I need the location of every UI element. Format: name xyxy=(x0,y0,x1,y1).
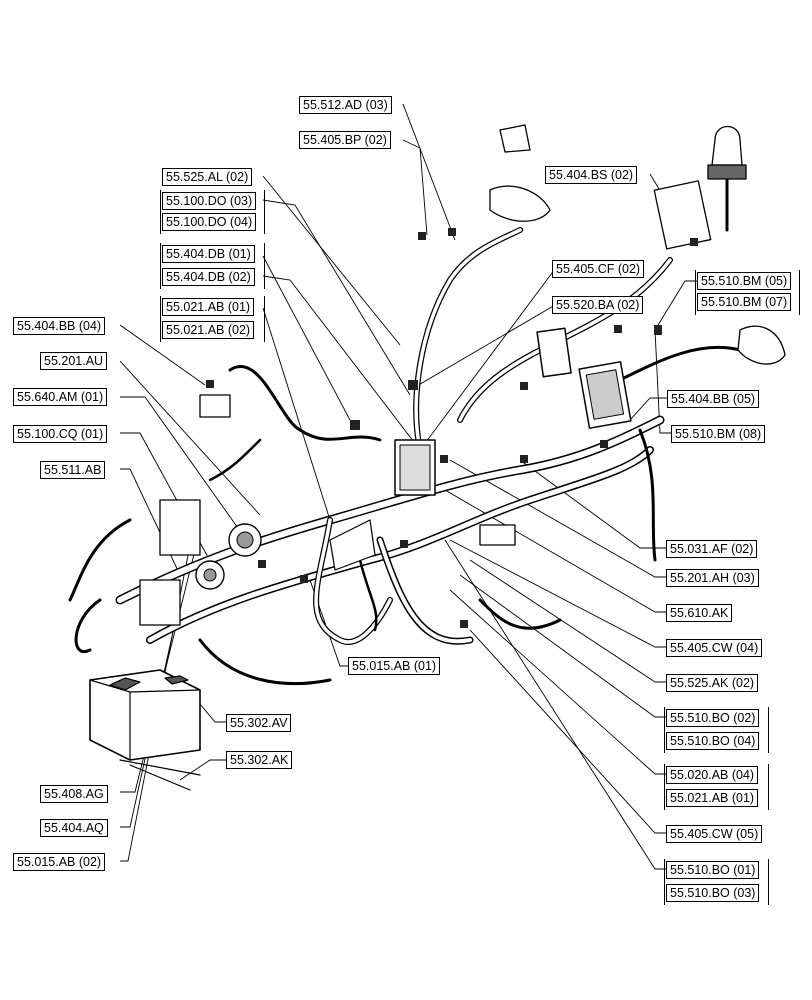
leader-line xyxy=(629,397,667,421)
part-callout[interactable]: 55.031.AF (02) xyxy=(666,540,758,558)
leader-line xyxy=(402,139,428,236)
part-callout[interactable]: 55.408.AG xyxy=(40,785,108,803)
part-callout[interactable]: 55.405.CF (02) xyxy=(552,260,645,278)
leader-line xyxy=(419,268,556,451)
leader-line xyxy=(444,539,666,870)
leader-line xyxy=(119,360,261,516)
leader-line xyxy=(262,255,351,421)
leader-line xyxy=(262,199,411,396)
part-callout[interactable]: 55.405.CW (04) xyxy=(666,639,763,657)
part-callout[interactable]: 55.510.BO (02) xyxy=(666,709,760,727)
part-callout[interactable]: 55.100.CQ (01) xyxy=(13,425,108,443)
part-callout[interactable]: 55.201.AH (03) xyxy=(666,569,759,587)
part-callout[interactable]: 55.302.AV xyxy=(226,714,292,732)
leader-line xyxy=(469,629,666,834)
leader-line xyxy=(449,459,666,578)
part-callout[interactable]: 55.405.BP (02) xyxy=(299,131,391,149)
part-callout[interactable]: 55.100.DO (04) xyxy=(162,213,257,231)
leader-line xyxy=(654,280,697,331)
part-callout[interactable]: 55.021.AB (01) xyxy=(162,298,255,316)
leader-line xyxy=(444,489,666,613)
part-callout[interactable]: 55.510.BM (08) xyxy=(671,425,766,443)
callout-group-bracket xyxy=(664,707,769,753)
leader-line xyxy=(469,559,666,683)
leader-line xyxy=(120,396,251,546)
part-callout[interactable]: 55.100.DO (03) xyxy=(162,192,257,210)
callout-group-bracket xyxy=(160,296,265,342)
part-callout[interactable]: 55.512.AD (03) xyxy=(299,96,392,114)
callout-group-bracket xyxy=(160,190,265,234)
part-callout[interactable]: 55.404.BB (05) xyxy=(667,390,760,408)
part-callout[interactable]: 55.511.AB xyxy=(40,461,106,479)
part-callout[interactable]: 55.640.AM (01) xyxy=(13,388,108,406)
leader-line xyxy=(262,175,401,346)
part-callout[interactable]: 55.610.AK xyxy=(666,604,733,622)
part-callout[interactable]: 55.510.BM (05) xyxy=(697,272,792,290)
part-callout[interactable]: 55.021.AB (02) xyxy=(162,321,255,339)
part-callout[interactable]: 55.404.BS (02) xyxy=(545,166,638,184)
part-callout[interactable]: 55.015.AB (01) xyxy=(348,657,441,675)
part-callout[interactable]: 55.021.AB (01) xyxy=(666,789,759,807)
leader-line xyxy=(119,324,206,386)
part-callout[interactable]: 55.510.BO (03) xyxy=(666,884,760,902)
leader-line xyxy=(120,544,191,862)
callout-group-bracket xyxy=(664,764,769,810)
leader-line xyxy=(409,304,556,391)
leader-line xyxy=(262,275,421,451)
part-callout[interactable]: 55.525.AK (02) xyxy=(666,674,759,692)
callout-group-bracket xyxy=(664,859,769,905)
part-callout[interactable]: 55.525.AL (02) xyxy=(162,168,253,186)
part-callout[interactable]: 55.520.BA (02) xyxy=(552,296,644,314)
part-callout[interactable]: 55.404.DB (01) xyxy=(162,245,255,263)
part-callout[interactable]: 55.404.DB (02) xyxy=(162,268,255,286)
leader-line xyxy=(262,307,331,521)
leader-line xyxy=(449,589,666,775)
leader-line xyxy=(402,103,456,241)
part-callout[interactable]: 55.404.AQ xyxy=(40,819,108,837)
leader-line xyxy=(449,539,666,648)
part-callout[interactable]: 55.510.BO (04) xyxy=(666,732,760,750)
part-callout[interactable]: 55.302.AK xyxy=(226,751,293,769)
leader-line xyxy=(459,574,666,718)
leader-line xyxy=(519,459,666,549)
part-callout[interactable]: 55.404.BB (04) xyxy=(13,317,106,335)
callout-group-bracket xyxy=(695,270,800,315)
part-callout[interactable]: 55.020.AB (04) xyxy=(666,766,759,784)
part-callout[interactable]: 55.015.AB (02) xyxy=(13,853,106,871)
leader-line xyxy=(179,759,226,781)
part-callout[interactable]: 55.510.BM (07) xyxy=(697,293,792,311)
part-callout[interactable]: 55.201.AU xyxy=(40,352,108,370)
part-callout[interactable]: 55.405.CW (05) xyxy=(666,825,763,843)
leader-line xyxy=(309,579,348,667)
part-callout[interactable]: 55.510.BO (01) xyxy=(666,861,760,879)
callout-group-bracket xyxy=(160,243,265,289)
